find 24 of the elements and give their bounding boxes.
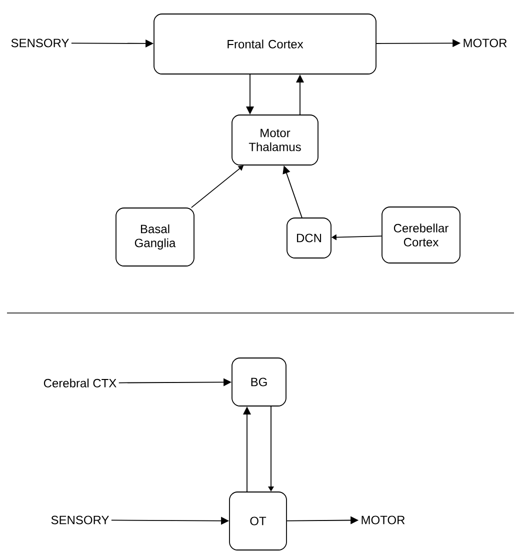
arrow bbox=[246, 74, 254, 115]
arrow bbox=[190, 165, 244, 208]
signal-label: MOTOR bbox=[464, 38, 507, 48]
process-box: DCN bbox=[286, 218, 332, 258]
process-box: BG bbox=[232, 358, 286, 406]
signal-label: MOTOR bbox=[362, 516, 405, 524]
arrow bbox=[282, 165, 302, 218]
arrow bbox=[118, 378, 232, 386]
signal-label: SENSORY bbox=[51, 516, 109, 524]
arrow bbox=[296, 74, 304, 115]
arrow bbox=[110, 516, 230, 525]
signal-label: Cerebral CTX bbox=[44, 378, 116, 388]
arrow bbox=[376, 39, 461, 48]
process-box: Frontal Cortex bbox=[154, 14, 376, 74]
process-box: Basal Ganglia bbox=[116, 208, 194, 266]
arrow bbox=[331, 234, 382, 240]
process-box: Motor Thalamus bbox=[232, 114, 318, 166]
process-box: Cerebellar Cortex bbox=[382, 206, 460, 264]
arrow bbox=[286, 516, 359, 524]
arrow bbox=[70, 39, 154, 48]
arrow bbox=[268, 406, 274, 492]
process-box: OT bbox=[229, 492, 287, 550]
signal-label: SENSORY bbox=[11, 38, 69, 48]
arrow bbox=[243, 406, 251, 492]
